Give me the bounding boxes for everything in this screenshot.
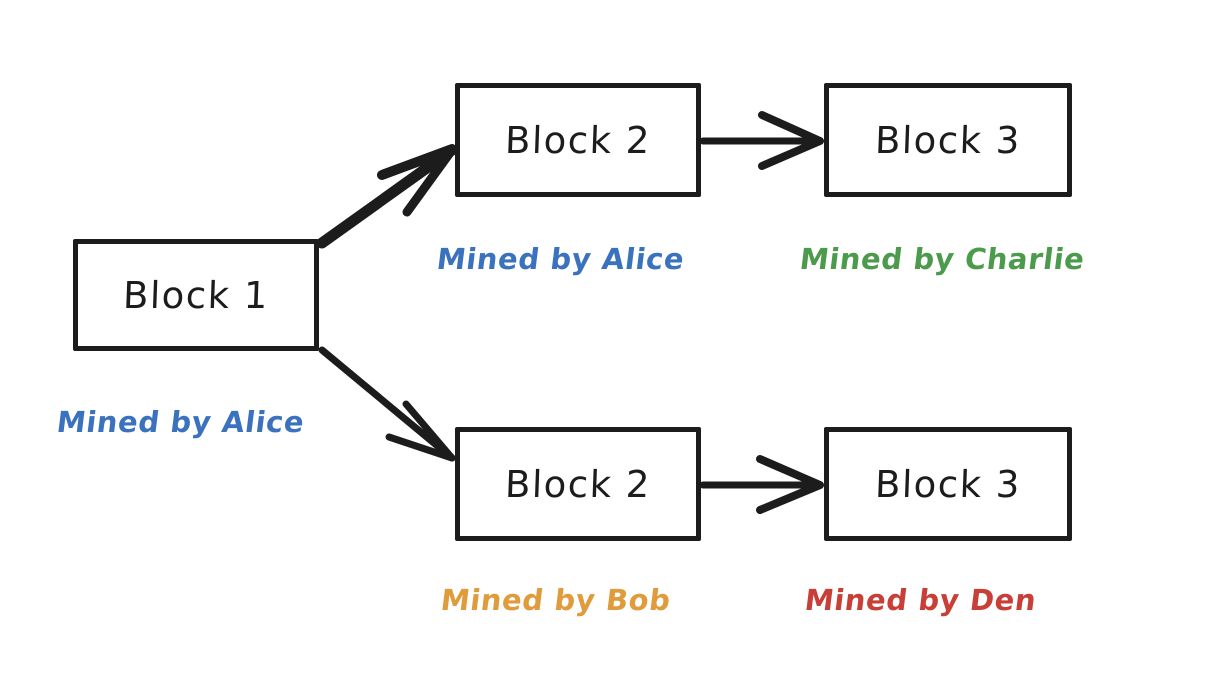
miner-label-block-2-top: Mined by Alice — [434, 242, 687, 276]
miner-label-block-3-top: Mined by Charlie — [797, 242, 1087, 276]
block-node-block-3-top[interactable]: Block 3 — [824, 83, 1072, 197]
block-label: Block 2 — [504, 118, 652, 162]
block-label: Block 3 — [874, 118, 1022, 162]
block-label: Block 1 — [122, 273, 270, 317]
arrow-top-chain — [699, 111, 824, 170]
block-node-block-2-top[interactable]: Block 2 — [455, 83, 701, 197]
arrow-fork-up — [316, 144, 458, 249]
block-label: Block 3 — [874, 462, 1022, 506]
block-label: Block 2 — [504, 462, 652, 506]
arrow-fork-down — [318, 346, 456, 462]
miner-label-block-2-bottom: Mined by Bob — [438, 583, 673, 617]
miner-label-block-1: Mined by Alice — [54, 405, 307, 439]
miner-label-block-3-bottom: Mined by Den — [802, 583, 1039, 617]
block-node-block-3-bottom[interactable]: Block 3 — [824, 427, 1072, 541]
arrow-bottom-chain — [699, 455, 824, 514]
block-node-block-1[interactable]: Block 1 — [73, 239, 319, 351]
block-node-block-2-bottom[interactable]: Block 2 — [455, 427, 701, 541]
